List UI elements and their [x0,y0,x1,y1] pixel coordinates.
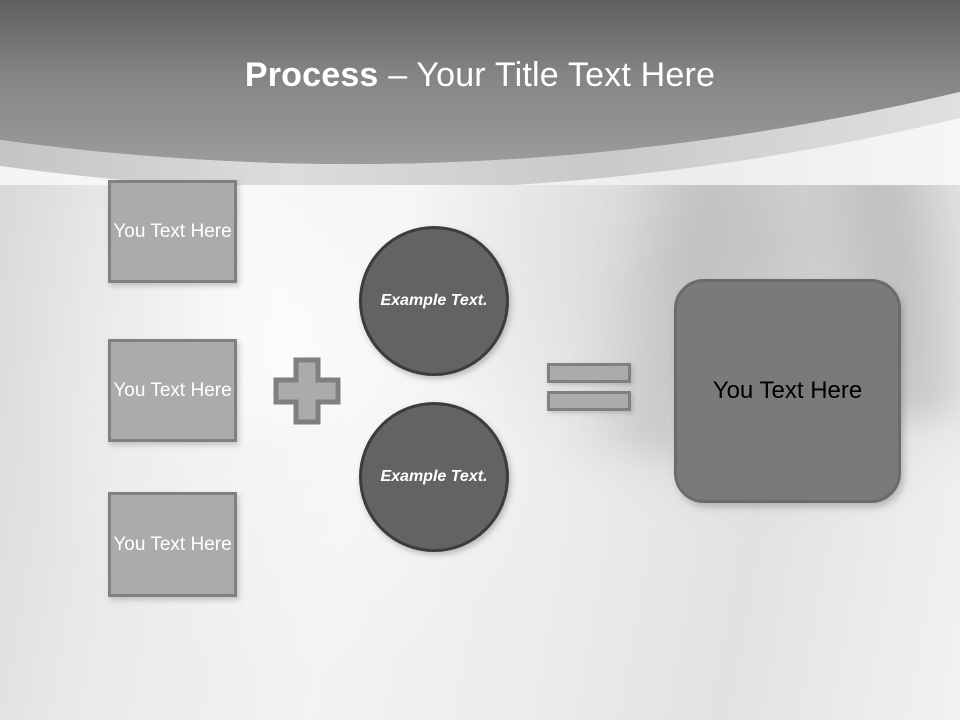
equals-icon [547,363,631,411]
header-curve-graphic [0,0,960,185]
middle-circle-1-label: Example Text. [380,292,488,309]
middle-circle-1[interactable]: Example Text. [359,226,509,376]
equals-icon-bar-top [547,363,631,383]
result-box-label: You Text Here [712,377,863,404]
input-tile-1-label: You Text Here [113,221,232,242]
input-tile-3[interactable]: You Text Here [108,492,237,597]
input-tile-3-label: You Text Here [113,534,232,555]
page-title: Process – Your Title Text Here [0,53,960,97]
input-tile-2-label: You Text Here [113,380,232,401]
plus-icon-graphic [273,357,341,425]
result-box[interactable]: You Text Here [674,279,901,503]
plus-icon [273,357,341,425]
input-tile-1[interactable]: You Text Here [108,180,237,283]
header-band: Process – Your Title Text Here [0,0,960,185]
middle-circle-2[interactable]: Example Text. [359,402,509,552]
page-title-rest: – Your Title Text Here [378,56,716,94]
middle-circle-2-label: Example Text. [380,468,488,485]
page-title-strong: Process [244,56,379,94]
equals-icon-bar-bottom [547,391,631,411]
input-tile-2[interactable]: You Text Here [108,339,237,442]
